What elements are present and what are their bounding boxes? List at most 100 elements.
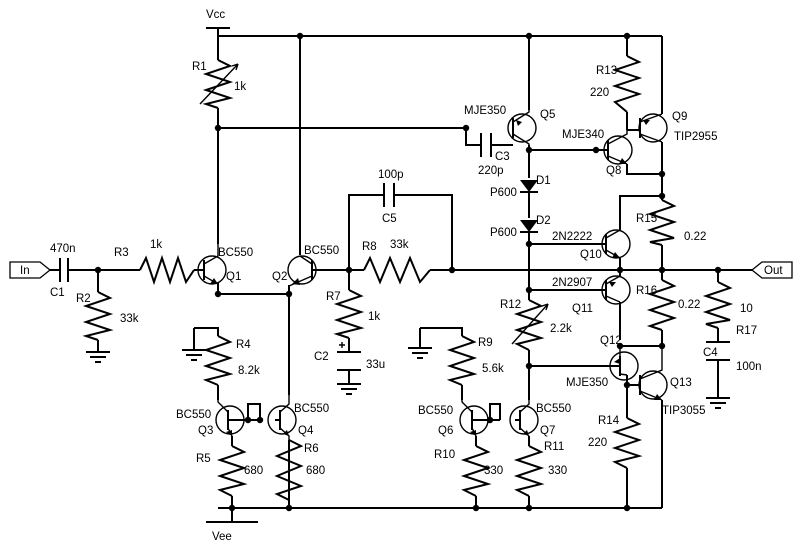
resistor-r13	[611, 55, 643, 113]
r2-value: 33k	[120, 313, 139, 325]
q12-part: MJE350	[566, 377, 608, 389]
q9-ref: Q9	[672, 111, 687, 123]
r12-ref: R12	[500, 299, 521, 311]
q5-ref: Q5	[540, 109, 555, 121]
r15-ref: R15	[636, 213, 657, 225]
capacitor-c3	[480, 133, 492, 157]
q7-part: BC550	[536, 403, 571, 415]
vee-label: Vee	[212, 531, 232, 543]
resistor-r14	[611, 417, 643, 469]
q11-part: 2N2907	[552, 277, 592, 289]
c5-ref: C5	[382, 213, 397, 225]
r9-value: 5.6k	[482, 363, 504, 375]
r7-ref: R7	[326, 291, 341, 303]
r4-ref: R4	[236, 339, 251, 351]
transistor-q4	[267, 395, 297, 440]
ground-symbols	[86, 27, 730, 523]
q8-part: MJE340	[562, 129, 604, 141]
resistor-r15	[646, 199, 678, 246]
r8-value: 33k	[390, 239, 409, 251]
q5-part: MJE350	[464, 105, 506, 117]
d2-part: P600	[490, 227, 517, 239]
capacitor-c2	[337, 342, 361, 371]
resistor-r3	[139, 254, 195, 286]
r3-value: 1k	[150, 239, 162, 251]
r16-value: 0.22	[678, 299, 700, 311]
q7-ref: Q7	[540, 425, 555, 437]
transistor-q8	[603, 130, 633, 165]
input-port-label: In	[20, 265, 30, 277]
r10-value: 330	[484, 465, 503, 477]
r10-ref: R10	[434, 449, 455, 461]
r6-ref: R6	[304, 443, 319, 455]
r15-value: 0.22	[684, 231, 706, 243]
r14-value: 220	[588, 437, 607, 449]
c1-ref: C1	[50, 287, 65, 299]
resistor-r5	[216, 445, 248, 497]
resistor-r7	[333, 289, 365, 339]
r11-ref: R11	[544, 441, 564, 453]
capacitor-c5	[383, 183, 395, 207]
transistor-q9	[638, 113, 668, 143]
labels: Vcc Vee 470n C1 C2 33u C3 220p C4 100n 1…	[50, 9, 762, 543]
output-port: Out	[750, 261, 793, 279]
q2-ref: Q2	[272, 271, 287, 283]
q9-part: TIP2955	[674, 131, 717, 143]
d1-part: P600	[490, 187, 517, 199]
q10-ref: Q10	[580, 249, 602, 261]
c4-value: 100n	[736, 361, 762, 373]
c5-value: 100p	[378, 169, 404, 181]
r3-ref: R3	[114, 247, 129, 259]
c2-ref: C2	[314, 351, 329, 363]
transistor-q11	[601, 275, 631, 305]
r1-ref: R1	[192, 61, 207, 73]
q3-part: BC550	[176, 409, 211, 421]
c4-ref: C4	[703, 347, 718, 359]
q1-part: BC550	[218, 247, 253, 259]
q8-ref: Q8	[606, 165, 621, 177]
resistor-r16	[646, 279, 678, 331]
resistor-r2	[82, 291, 114, 341]
input-port: In	[9, 261, 52, 279]
transistor-q12	[609, 346, 639, 381]
q13-part: TIP3055	[662, 405, 705, 417]
d1-ref: D1	[536, 175, 551, 187]
r16-ref: R16	[636, 285, 657, 297]
r8-ref: R8	[362, 241, 377, 253]
c3-value: 220p	[478, 165, 504, 177]
output-port-label: Out	[764, 265, 783, 277]
diode-d2	[520, 220, 538, 233]
resistor-r17	[702, 281, 734, 329]
q4-part: BC550	[294, 403, 329, 415]
q6-ref: Q6	[438, 425, 453, 437]
transistor-q6	[459, 400, 489, 437]
q1-ref: Q1	[226, 271, 241, 283]
resistor-r9	[446, 335, 478, 386]
r12-value: 2.2k	[550, 323, 572, 335]
junctions	[94, 32, 722, 512]
resistor-r6	[274, 439, 304, 508]
transistor-q5	[507, 110, 537, 145]
c2-value: 33u	[366, 359, 385, 371]
c3-ref: C3	[495, 151, 510, 163]
q10-part: 2N2222	[552, 231, 592, 243]
transistor-q1	[197, 244, 227, 290]
q6-part: BC550	[418, 405, 453, 417]
r14-ref: R14	[598, 415, 620, 427]
r17-value: 10	[740, 303, 753, 315]
transistor-q3	[215, 400, 245, 437]
r11-value: 330	[548, 465, 567, 477]
resistor-r1	[199, 59, 239, 109]
q3-ref: Q3	[198, 425, 213, 437]
resistor-r11	[513, 445, 545, 497]
c1-value: 470n	[50, 243, 76, 255]
q13-ref: Q13	[670, 377, 692, 389]
r13-value: 220	[590, 87, 609, 99]
q2-part: BC550	[304, 245, 339, 257]
r13-ref: R13	[596, 65, 617, 77]
transistor-q2	[287, 255, 317, 287]
vcc-label: Vcc	[206, 9, 225, 21]
capacitor-c4	[706, 341, 730, 361]
r5-ref: R5	[196, 453, 211, 465]
r4-value: 8.2k	[238, 365, 260, 377]
